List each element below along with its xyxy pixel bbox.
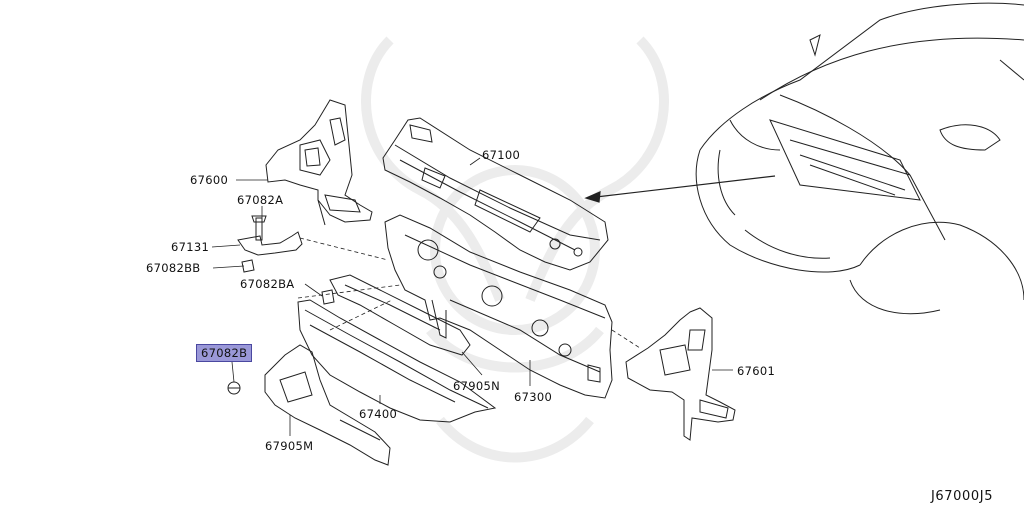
part-67601-drawing	[625, 307, 736, 441]
label-67082a[interactable]: 67082A	[237, 193, 284, 207]
car-outline	[695, 2, 1024, 315]
leader-lines	[211, 157, 733, 436]
label-67082ba[interactable]: 67082BA	[240, 277, 295, 291]
part-67300-drawing	[384, 214, 613, 399]
assembly-dash-lines	[297, 237, 641, 349]
label-67905m[interactable]: 67905M	[265, 439, 314, 453]
part-67905n-drawing	[329, 274, 471, 356]
label-67905n[interactable]: 67905N	[453, 379, 500, 393]
diagram-code: J67000J5	[931, 489, 994, 504]
part-67131-drawing	[237, 215, 303, 273]
part-67600-drawing	[265, 99, 373, 226]
label-67082bb[interactable]: 67082BB	[146, 261, 201, 275]
label-67600[interactable]: 67600	[190, 173, 229, 187]
label-67400[interactable]: 67400	[359, 407, 398, 421]
part-67400-drawing	[297, 299, 497, 423]
label-67082b-highlighted[interactable]: 67082B	[196, 344, 253, 362]
label-67300[interactable]: 67300	[514, 390, 553, 404]
label-67601[interactable]: 67601	[737, 364, 776, 378]
part-67082ba-drawing	[321, 289, 335, 305]
label-67131[interactable]: 67131	[171, 240, 210, 254]
location-arrow	[584, 175, 776, 203]
label-67100[interactable]: 67100	[482, 148, 521, 162]
watermark-emblem	[361, 36, 669, 463]
part-67100-drawing	[382, 117, 609, 271]
